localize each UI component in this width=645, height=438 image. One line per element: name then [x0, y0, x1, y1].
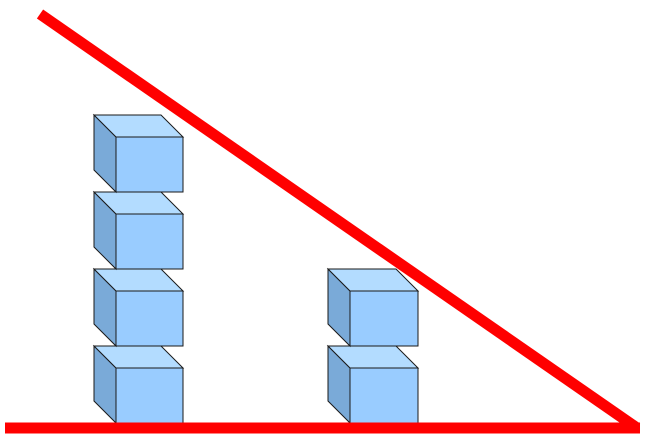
cube-front-face [115, 213, 184, 270]
cube [92, 267, 185, 348]
cube-front-face [349, 290, 419, 347]
cube [92, 344, 185, 425]
right-stack [326, 267, 420, 425]
cube-stacks [92, 113, 420, 425]
cube [326, 344, 420, 425]
left-stack [92, 113, 185, 425]
cube-front-face [115, 136, 184, 193]
cube-front-face [349, 367, 419, 424]
cube [92, 190, 185, 271]
cube [326, 267, 420, 348]
cube-front-face [115, 367, 184, 424]
slope-line [36, 9, 641, 433]
cube [92, 113, 185, 194]
cube-front-face [115, 290, 184, 347]
